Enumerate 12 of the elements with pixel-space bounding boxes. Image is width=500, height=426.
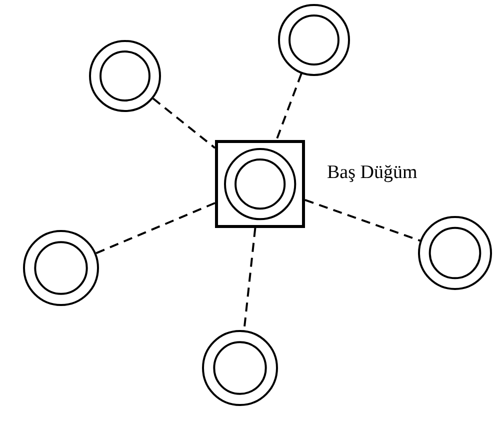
double-circle-node [202, 330, 278, 406]
dashed-connector [304, 198, 420, 242]
dashed-connector [276, 73, 302, 140]
double-circle-node [418, 216, 492, 290]
double-circle-node [89, 40, 161, 112]
node-caption: Baş Düğüm [327, 162, 418, 184]
double-circle-node [23, 230, 99, 306]
double-circle-node [278, 4, 350, 76]
double-circle-node [224, 148, 296, 220]
dashed-connector [152, 98, 216, 149]
square-node [215, 140, 305, 228]
dashed-connector [96, 202, 216, 254]
